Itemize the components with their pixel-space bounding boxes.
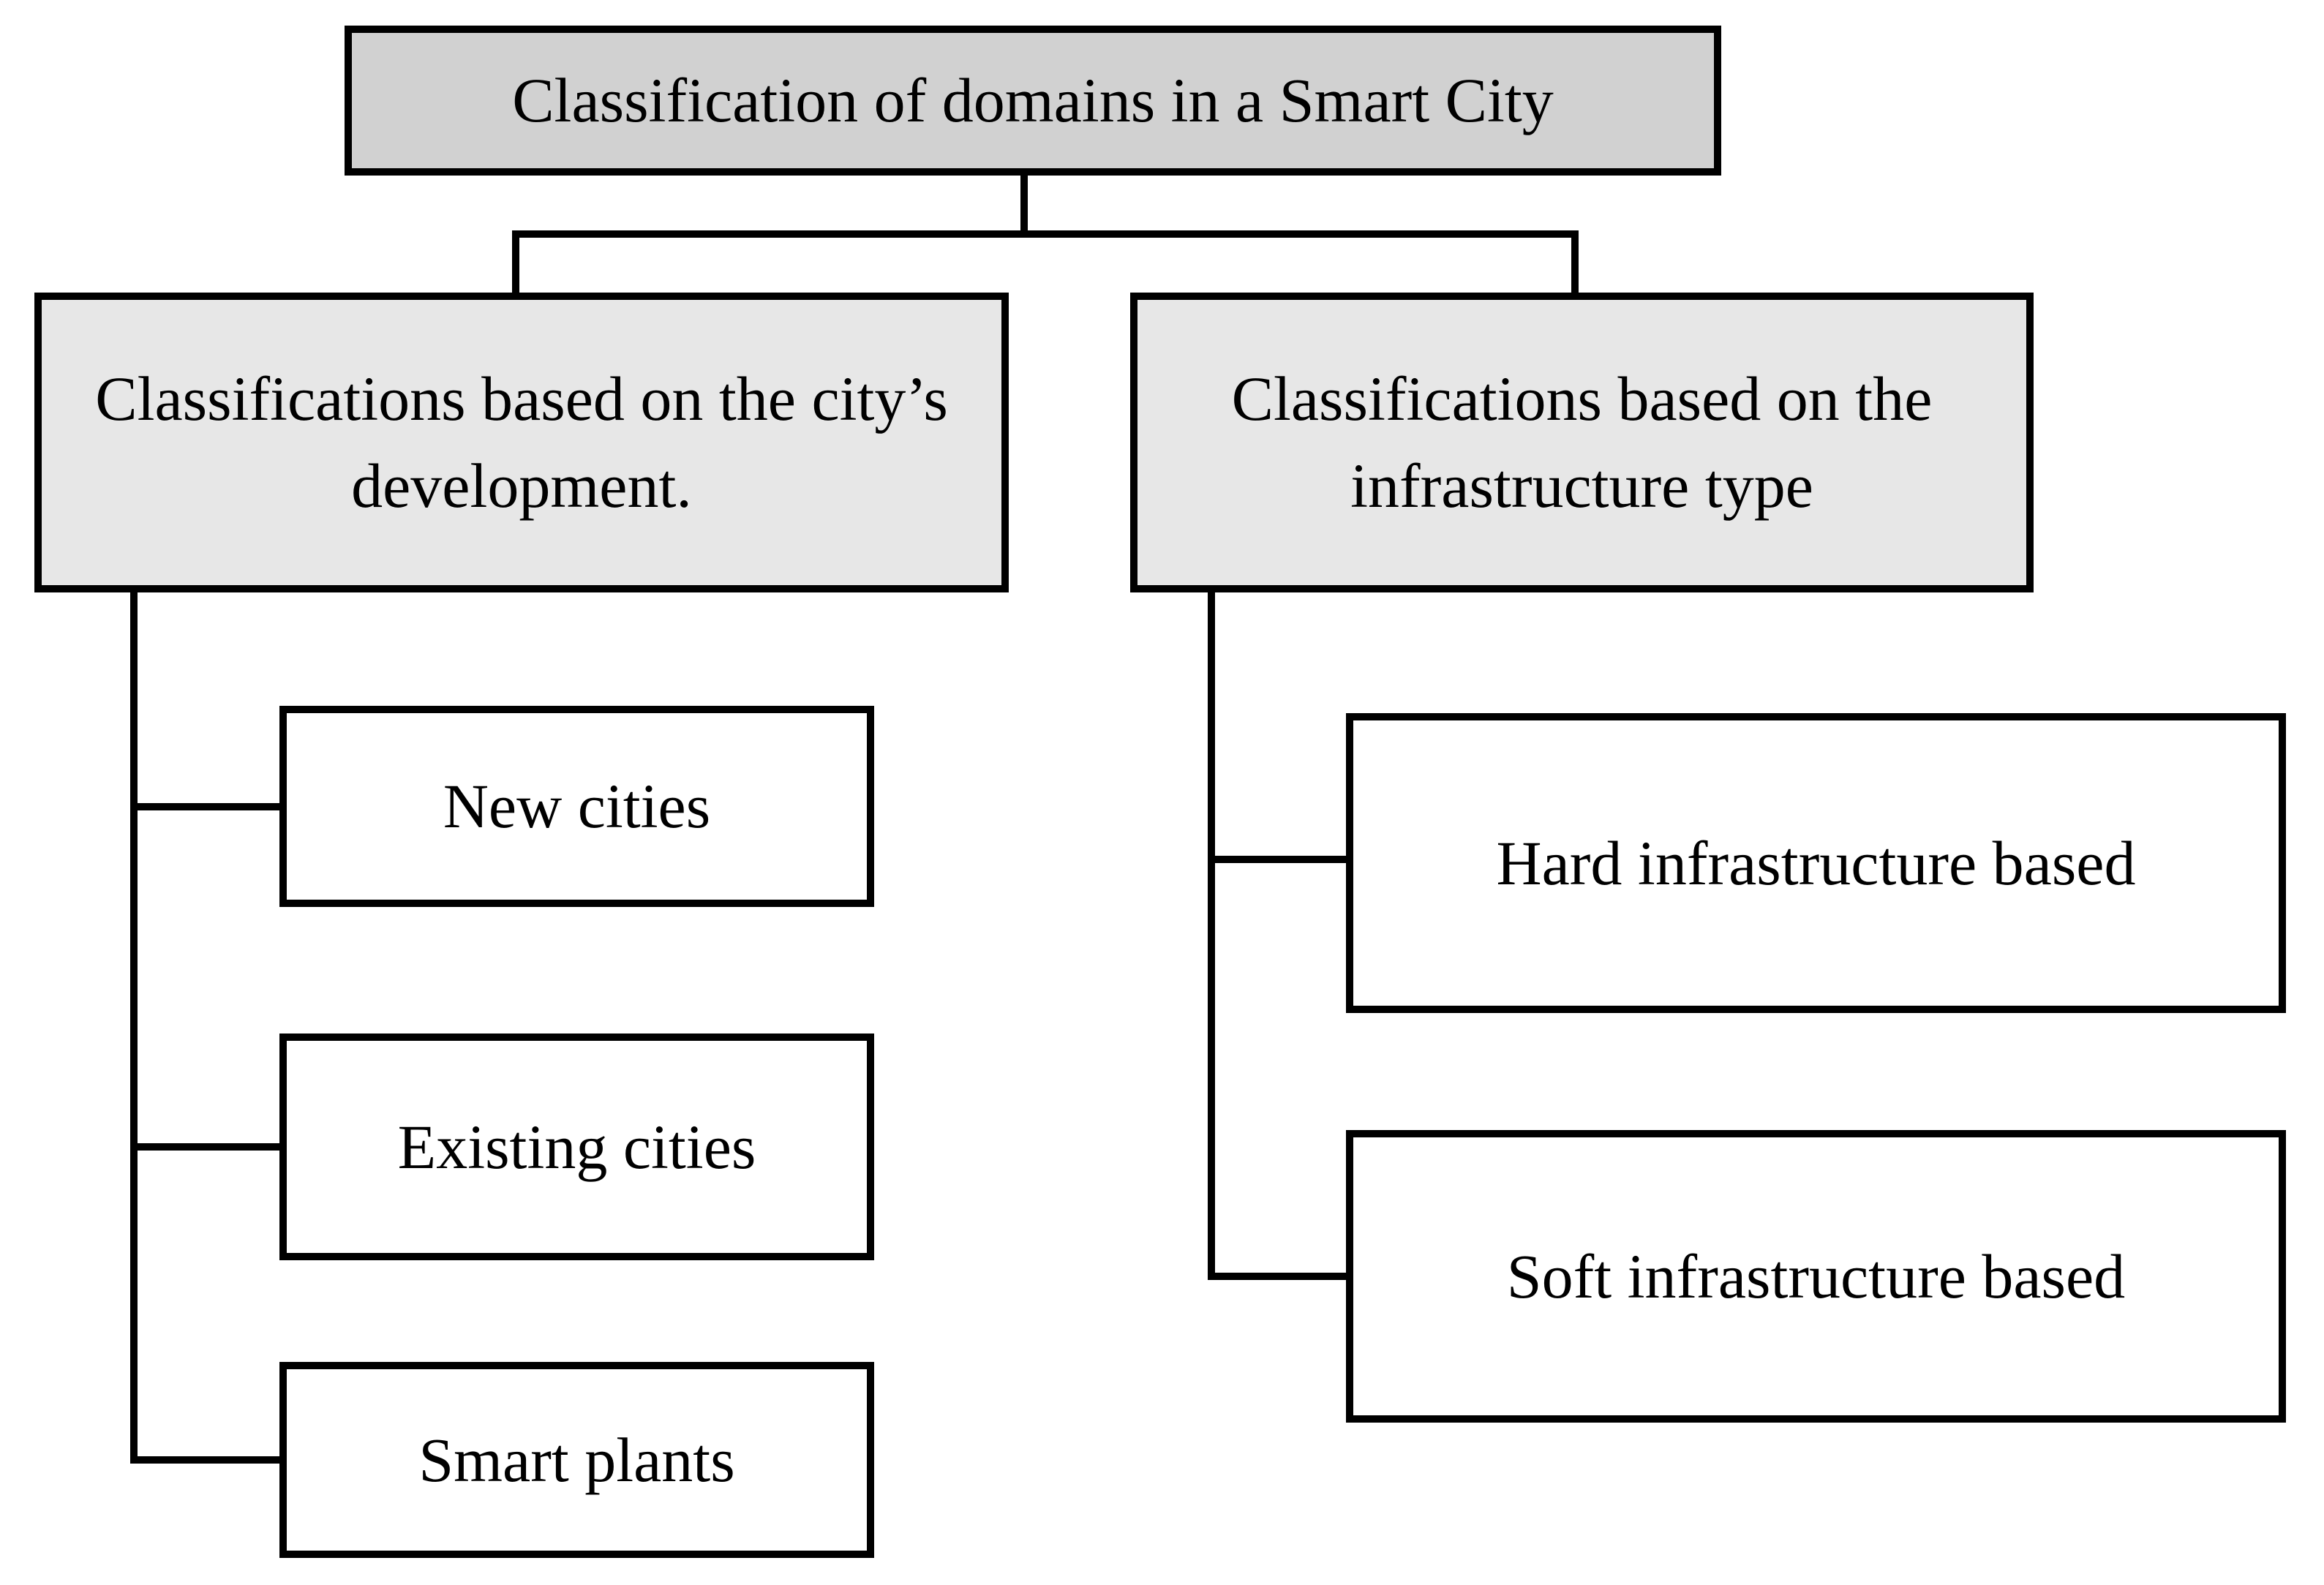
connector-to-hard-infrastructure (1208, 856, 1346, 863)
connector-to-existing-cities (130, 1143, 279, 1151)
leaf-node-label: Hard infrastructure based (1496, 827, 2136, 898)
leaf-node-soft-infrastructure-based: Soft infrastructure based (1346, 1130, 2286, 1423)
leaf-node-new-cities: New cities (279, 706, 874, 907)
leaf-node-existing-cities: Existing cities (279, 1034, 874, 1260)
root-node-label: Classification of domains in a Smart Cit… (512, 65, 1554, 136)
connector-stub-left-branch (512, 230, 519, 296)
connector-to-new-cities (130, 803, 279, 810)
branch-node-infrastructure-type: Classifications based on the infrastruct… (1130, 293, 2034, 592)
leaf-node-label: Smart plants (418, 1424, 735, 1495)
connector-right-trunk (1208, 592, 1215, 1280)
connector-to-smart-plants (130, 1456, 279, 1464)
leaf-node-hard-infrastructure-based: Hard infrastructure based (1346, 713, 2286, 1013)
root-node-classification-of-domains: Classification of domains in a Smart Cit… (345, 26, 1721, 176)
leaf-node-label: New cities (443, 771, 711, 842)
connector-horizontal-bar (512, 230, 1579, 238)
leaf-node-label: Existing cities (397, 1111, 756, 1182)
branch-node-label-line2: infrastructure type (1350, 451, 1813, 521)
branch-node-label-line1: Classifications based on the city’s (95, 364, 948, 434)
connector-left-trunk (130, 592, 138, 1464)
connector-root-stem (1020, 174, 1028, 234)
leaf-node-label: Soft infrastructure based (1506, 1240, 2126, 1311)
branch-node-label-line2: development. (351, 451, 692, 521)
connector-to-soft-infrastructure (1208, 1273, 1346, 1280)
branch-node-city-development: Classifications based on the city’s deve… (34, 293, 1009, 592)
branch-node-label-line1: Classifications based on the (1231, 364, 1933, 434)
connector-stub-right-branch (1571, 230, 1579, 296)
leaf-node-smart-plants: Smart plants (279, 1362, 874, 1558)
